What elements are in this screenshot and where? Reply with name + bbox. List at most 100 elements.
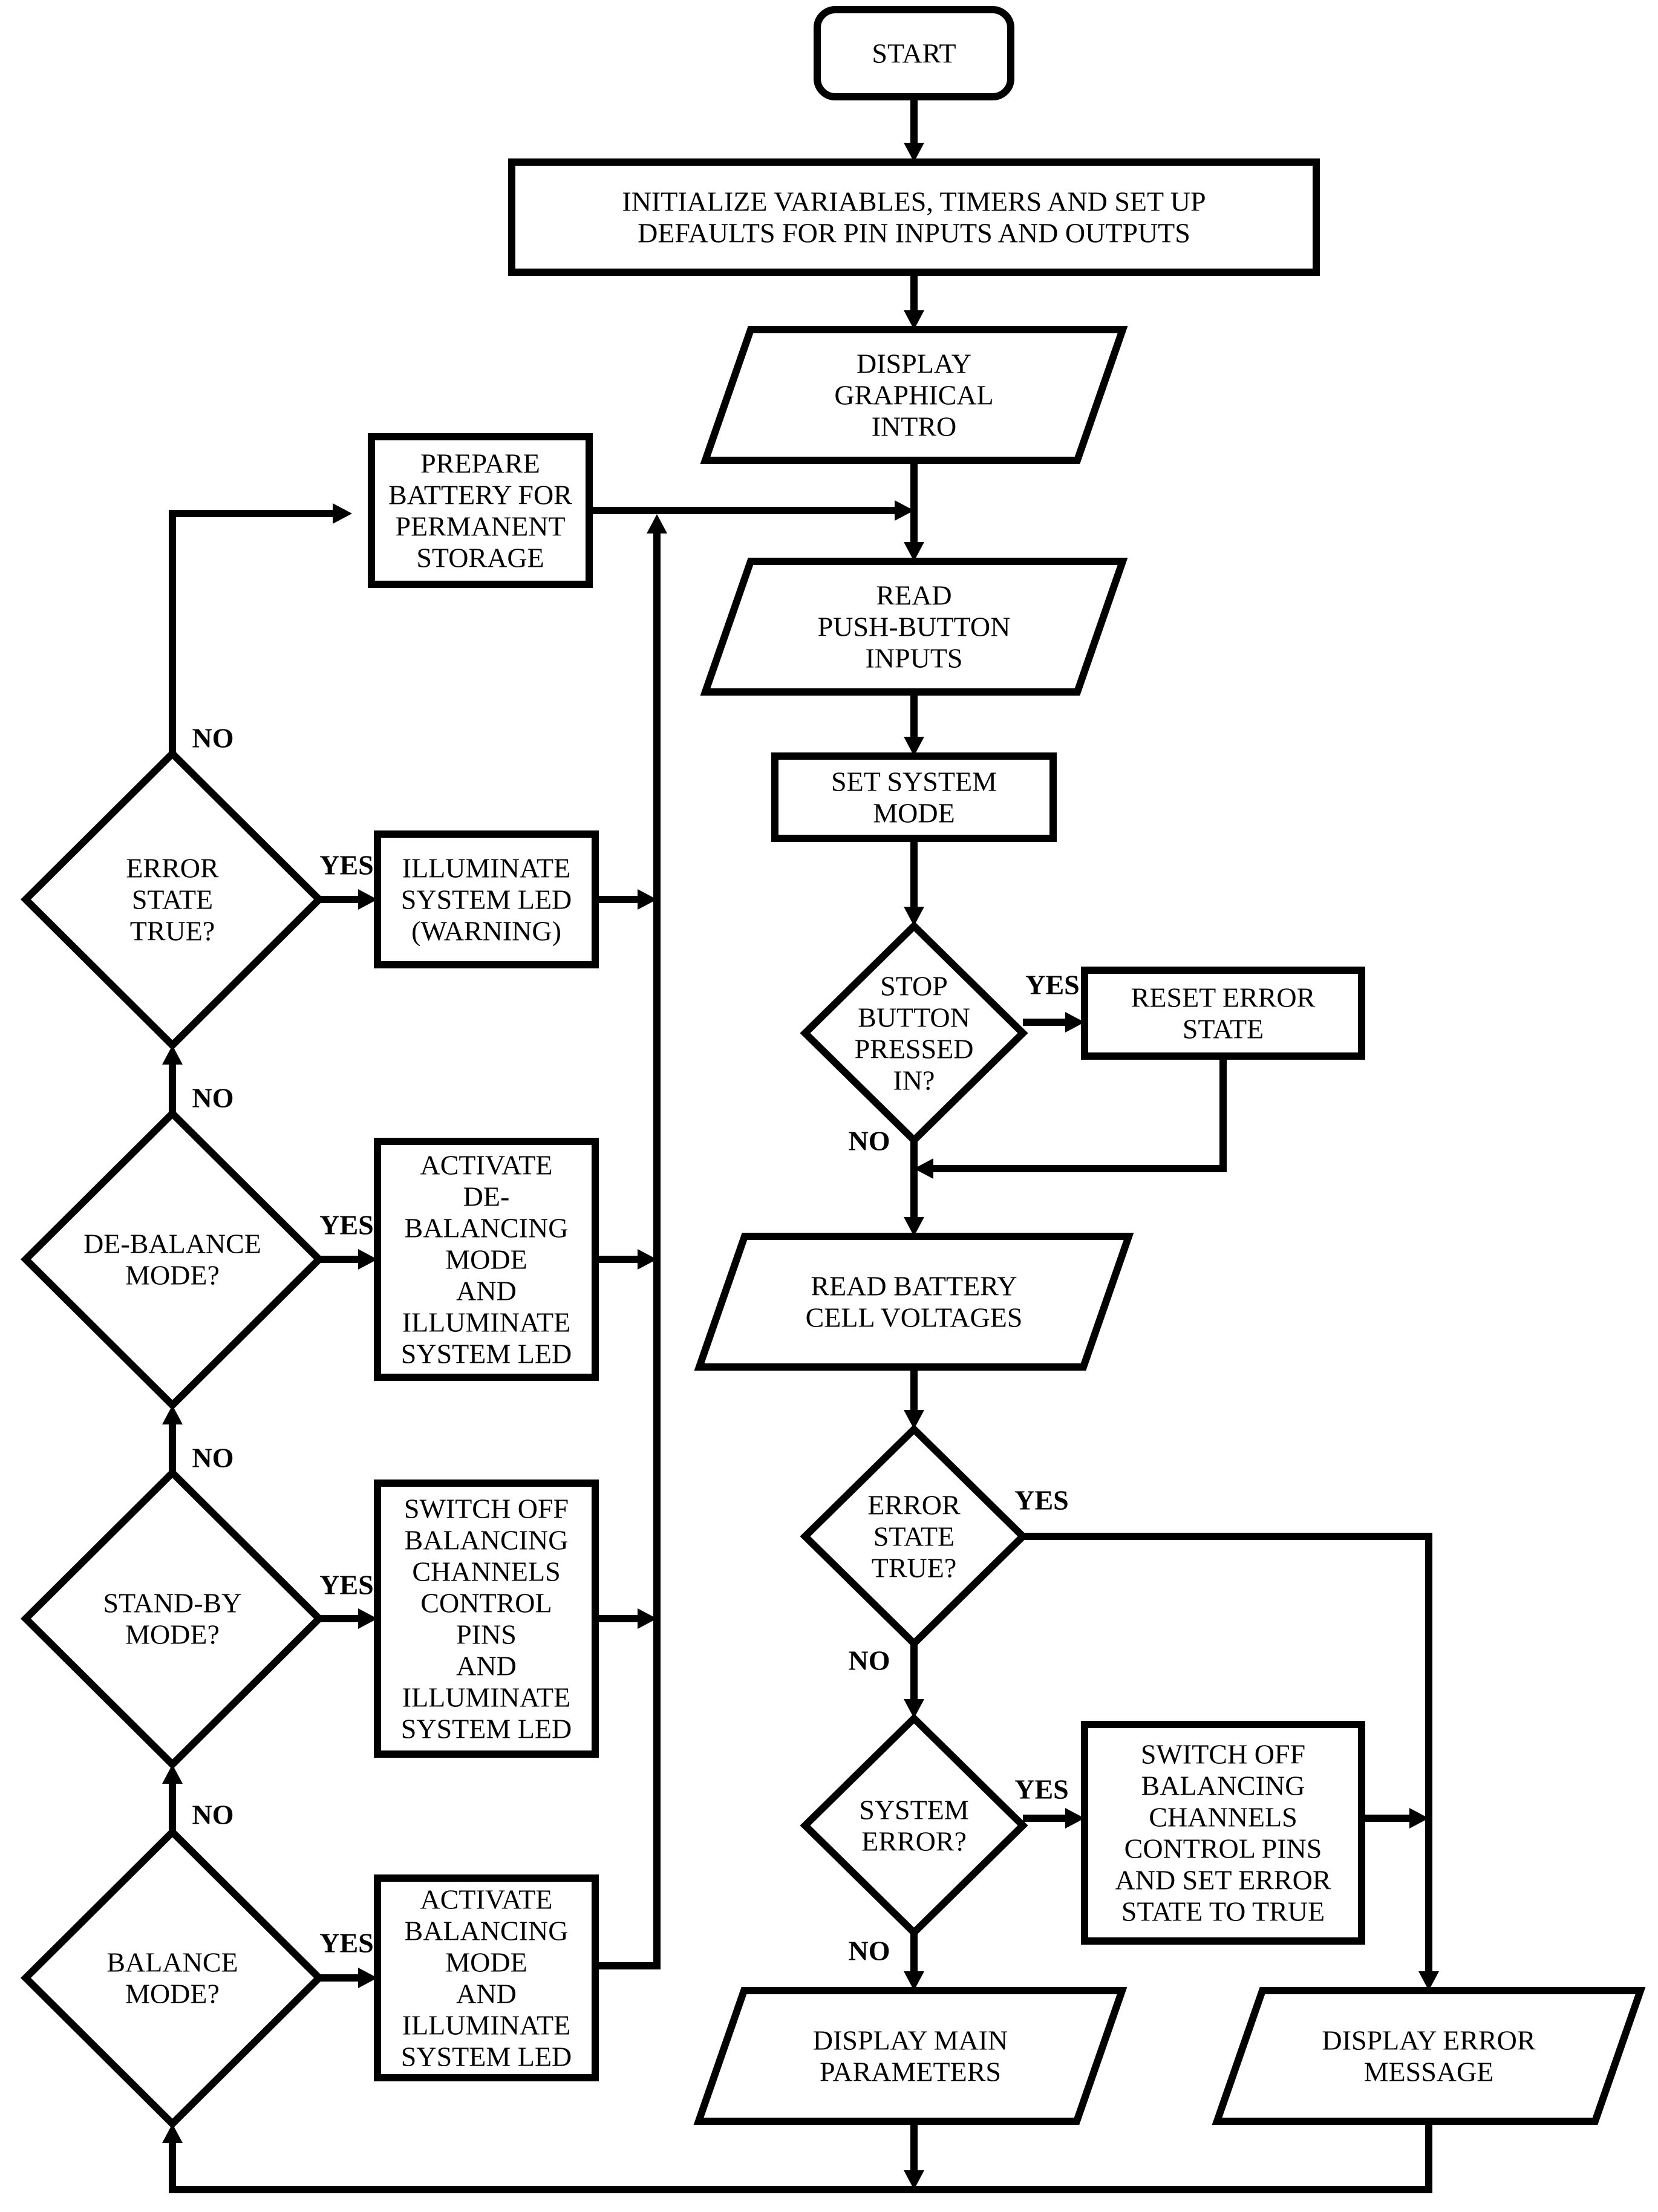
reset-error-text-line: RESET ERROR (1131, 982, 1316, 1013)
edge-error-state-left-no-arrowhead (333, 503, 352, 524)
switch-off-set-error-shape (1081, 1721, 1365, 1945)
node-start: START (814, 6, 1014, 100)
display-intro-text-line: DISPLAY (857, 348, 971, 379)
switch-off-standby-text-line: AND (456, 1651, 517, 1682)
set-system-mode-shape (771, 752, 1057, 842)
edge-activate-debalancing-bus-arrowhead (638, 1249, 657, 1270)
prepare-storage-text-line: BATTERY FOR (388, 480, 572, 511)
switch-off-set-error-text-line: STATE TO TRUE (1121, 1896, 1325, 1927)
initialize-text-line: DEFAULTS FOR PIN INPUTS AND OUTPUTS (638, 218, 1190, 249)
edge-error-state-right-no-arrowhead (904, 1699, 924, 1718)
switch-off-standby-text-line: CHANNELS (412, 1556, 560, 1587)
edge-display-intro-read-push-button-arrowhead (904, 542, 924, 561)
prepare-storage-text-line: PREPARE (420, 448, 540, 479)
yes-branch-label: YES (1014, 1774, 1068, 1805)
edge-display-error-bottom-loop-arrowhead (162, 2124, 183, 2143)
edge-reset-error-merge (932, 1056, 1227, 1172)
switch-off-set-error-text-line: CONTROL PINS (1124, 1833, 1322, 1864)
edge-system-error-yes-arrowhead (1065, 1808, 1085, 1829)
edge-start-initialize-arrowhead (904, 143, 924, 162)
set-system-mode-text-line: MODE (873, 798, 955, 829)
edge-error-state-left-no (169, 510, 334, 754)
activate-debalancing-text-line: SYSTEM LED (401, 1339, 572, 1369)
edge-balance-mode-no-arrowhead (162, 1764, 183, 1784)
switch-off-standby-text-line: SYSTEM LED (401, 1714, 572, 1744)
switch-off-standby-text-line: PINS (456, 1619, 517, 1650)
edge-illuminate-warning-bus-arrowhead (638, 889, 657, 910)
display-error-text-line: DISPLAY ERROR (1322, 2025, 1535, 2056)
yes-branch-label: YES (1014, 1485, 1068, 1516)
edge-system-error-no-arrowhead (904, 1971, 924, 1991)
error-state-right-text-line: STATE (873, 1521, 955, 1552)
read-push-button-text-line: INPUTS (865, 643, 962, 674)
activate-balancing-text-line: SYSTEM LED (401, 2041, 572, 2072)
error-state-right-text-line: TRUE? (872, 1553, 957, 1584)
prepare-storage-shape (368, 433, 593, 588)
display-error-text-line: MESSAGE (1364, 2057, 1494, 2087)
switch-off-standby-shape (374, 1480, 599, 1758)
activate-balancing-text-line: ACTIVATE (420, 1884, 553, 1915)
edge-reset-error-merge-arrowhead (914, 1158, 933, 1179)
display-main-text-line: DISPLAY MAIN (813, 2025, 1008, 2056)
activate-balancing-text-line: AND (456, 1979, 517, 2009)
activate-debalancing-text-line: AND (456, 1276, 517, 1307)
debalance-mode-text-line: MODE? (125, 1260, 220, 1291)
display-intro-shape (700, 326, 1128, 464)
activate-debalancing-text-line: MODE (445, 1244, 527, 1275)
node-activate-balancing: ACTIVATEBALANCINGMODEANDILLUMINATESYSTEM… (374, 1874, 599, 2081)
activate-debalancing-shape (374, 1138, 599, 1381)
switch-off-set-error-text-line: SWITCH OFF (1141, 1739, 1305, 1770)
illuminate-warning-text-line: (WARNING) (411, 916, 561, 947)
edge-read-push-button-set-system-mode-arrowhead (904, 737, 924, 756)
balance-mode-text-line: MODE? (125, 1979, 220, 2009)
stop-button-shape (800, 921, 1028, 1146)
prepare-storage-text-line: STORAGE (416, 543, 544, 573)
no-branch-label: NO (192, 1443, 234, 1473)
display-main-text-line: PARAMETERS (820, 2057, 1001, 2087)
switch-off-set-error-text-line: BALANCING (1141, 1770, 1305, 1801)
read-cell-voltages-text-line: CELL VOLTAGES (806, 1302, 1023, 1333)
display-intro-text-line: GRAPHICAL (834, 380, 993, 411)
start-shape (814, 6, 1014, 100)
error-state-left-text-line: ERROR (126, 853, 219, 884)
no-branch-label: NO (192, 1083, 234, 1114)
display-intro-text-line: INTRO (872, 411, 957, 442)
read-cell-voltages-text-line: READ BATTERY (811, 1271, 1017, 1302)
stop-button-text-line: PRESSED (855, 1034, 974, 1065)
activate-debalancing-text-line: DE- (463, 1181, 510, 1212)
activate-debalancing-text-line: BALANCING (405, 1213, 569, 1244)
switch-off-set-error-text-line: CHANNELS (1149, 1802, 1297, 1833)
edge-prepare-storage-loop-arrowhead (895, 500, 914, 521)
edge-balance-mode-yes-arrowhead (358, 1968, 377, 1988)
edge-read-cell-voltages-error-state-arrowhead (904, 1410, 924, 1429)
edge-set-system-mode-stop-button-arrowhead (904, 907, 924, 926)
system-error-text-line: SYSTEM (859, 1795, 968, 1825)
node-switch-off-standby: SWITCH OFFBALANCINGCHANNELSCONTROLPINSAN… (374, 1480, 599, 1758)
switch-off-set-error-text-line: AND SET ERROR (1115, 1865, 1331, 1896)
balance-mode-shape (20, 1827, 325, 2129)
edge-switch-off-standby-bus-arrowhead (638, 1608, 657, 1629)
error-state-left-text-line: STATE (132, 884, 213, 915)
initialize-shape (508, 158, 1320, 276)
read-push-button-text-line: READ (876, 580, 951, 611)
stop-button-text-line: IN? (893, 1065, 935, 1096)
standby-mode-text-line: STAND-BY (103, 1588, 242, 1619)
error-state-left-text-line: TRUE? (130, 916, 215, 947)
activate-balancing-shape (374, 1874, 599, 2081)
error-state-left-shape (20, 748, 325, 1051)
node-initialize: INITIALIZE VARIABLES, TIMERS AND SET UPD… (508, 158, 1320, 276)
reset-error-text-line: STATE (1183, 1014, 1264, 1045)
node-activate-debalancing: ACTIVATEDE-BALANCINGMODEANDILLUMINATESYS… (374, 1138, 599, 1381)
